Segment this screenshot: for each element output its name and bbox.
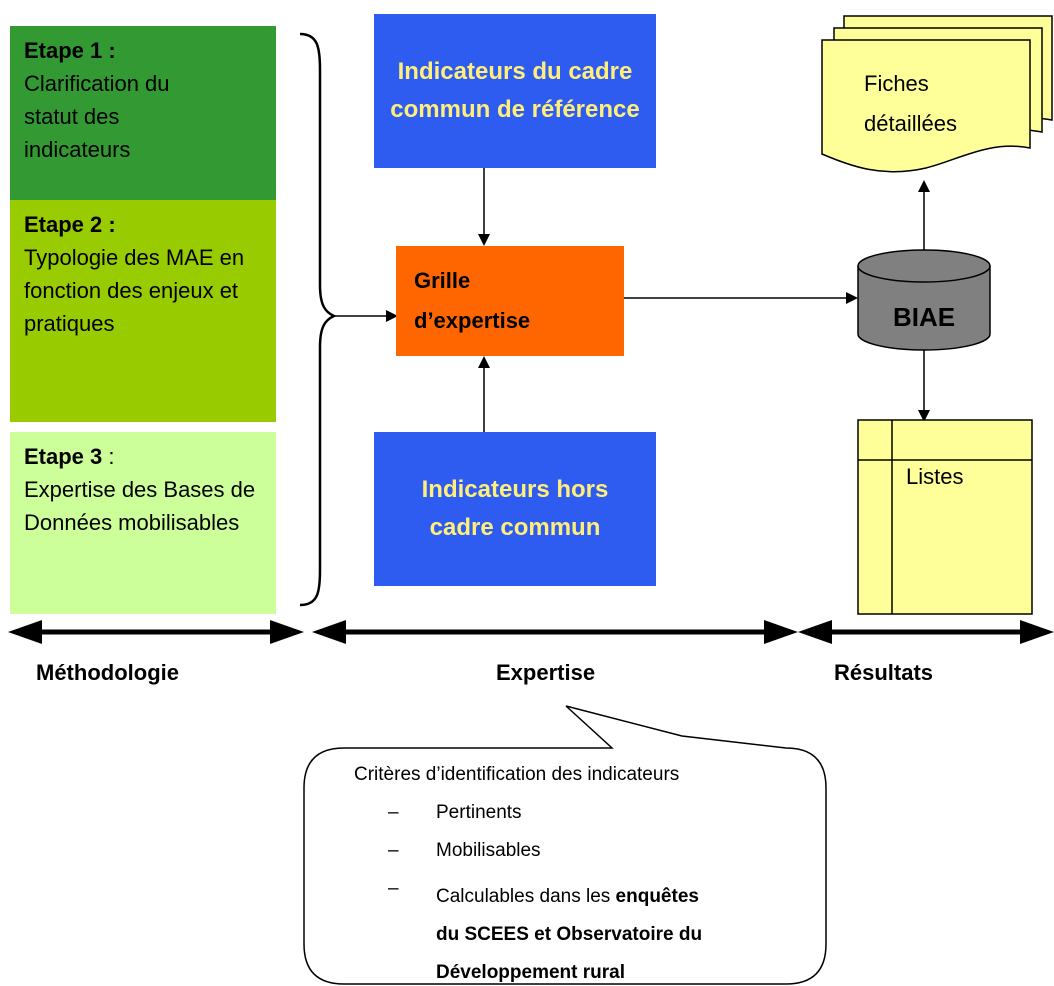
bullet: – — [388, 878, 399, 899]
expertise-grid-box: Grille d’expertise — [396, 246, 624, 356]
detailed-sheets-line2: détaillées — [864, 111, 957, 136]
criteria-item-3: – — [388, 878, 399, 900]
step-3-title: Etape 3 — [24, 444, 103, 469]
step-1-box: Etape 1 : Clarification du statut des in… — [10, 26, 276, 200]
criteria-item-3-bold-a: enquêtes — [615, 886, 699, 907]
detailed-sheets-label: Fiches détaillées — [864, 64, 957, 144]
criteria-item-3-bold-c: Développement rural — [436, 962, 625, 983]
table-icon — [857, 419, 1033, 615]
step-3-body: Expertise des Bases de Données mobilisab… — [24, 477, 256, 535]
criteria-item-3-text: Calculables dans les enquêtes du SCEES e… — [436, 878, 806, 986]
database-label: BIAE — [892, 302, 956, 332]
step-1-title: Etape 1 : — [24, 38, 116, 63]
indicators-common-frame-box: Indicateurs du cadre commun de référence — [374, 14, 656, 168]
phase-label-expertise: Expertise — [496, 660, 596, 685]
criteria-item-3-bold-b: du SCEES et Observatoire du — [436, 924, 703, 945]
indicators-common-frame-label: Indicateurs du cadre commun de référence — [390, 58, 640, 123]
database-icon — [857, 249, 991, 351]
step-3-box: Etape 3 : Expertise des Bases de Données… — [10, 432, 276, 614]
criteria-item-2-label: Mobilisables — [436, 840, 541, 861]
phase-arrow-methodologie — [8, 620, 304, 644]
callout-heading: Critères d’identification des indicateur… — [354, 764, 680, 785]
callout-bubble — [303, 705, 827, 985]
detailed-sheets-line1: Fiches — [864, 71, 929, 96]
criteria-item-1-label: Pertinents — [436, 802, 522, 823]
indicators-outside-frame-box: Indicateurs hors cadre commun — [374, 432, 656, 586]
step-2-title: Etape 2 : — [24, 212, 116, 237]
bullet: – — [388, 802, 399, 823]
step-2-box: Etape 2 : Typologie des MAE en fonction … — [10, 200, 276, 422]
step-2-body: Typologie des MAE en fonction des enjeux… — [24, 245, 245, 336]
phase-label-resultats: Résultats — [834, 660, 934, 685]
documents-icon — [821, 15, 1053, 173]
lists-label: Listes — [906, 464, 964, 489]
expertise-grid-line2: d’expertise — [414, 308, 531, 333]
phase-arrow-expertise — [312, 620, 798, 644]
indicators-outside-frame-label: Indicateurs hors cadre commun — [421, 476, 609, 541]
expertise-grid-line1: Grille — [414, 268, 471, 293]
phase-label-methodologie: Méthodologie — [36, 660, 179, 685]
criteria-item-1: – — [388, 802, 399, 824]
curly-brace — [299, 32, 338, 607]
bullet: – — [388, 840, 399, 861]
criteria-item-3-plain: Calculables dans les — [436, 886, 616, 907]
phase-arrow-resultats — [798, 620, 1054, 644]
criteria-item-2: – — [388, 840, 399, 862]
step-3-title-suffix: : — [102, 444, 115, 469]
step-1-body: Clarification du statut des indicateurs — [24, 71, 170, 162]
